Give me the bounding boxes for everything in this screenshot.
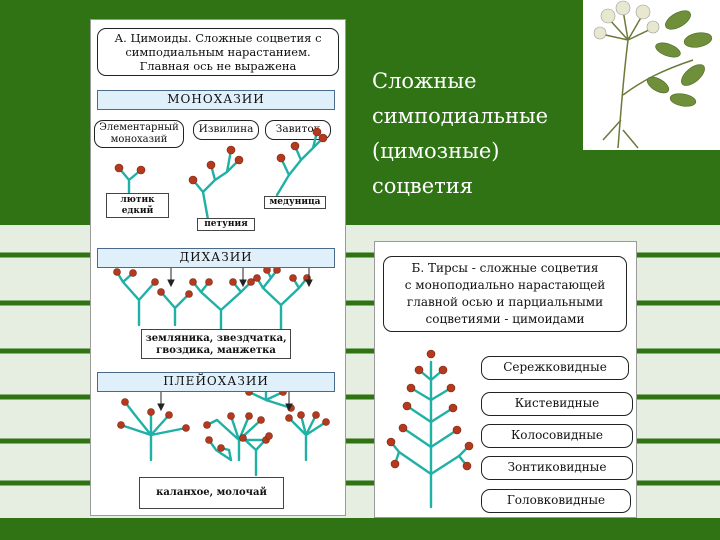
thyrses-title-box: Б. Тирсы - сложные соцветия с моноподиал… xyxy=(383,256,627,332)
type-label-line: Завиток xyxy=(275,123,321,135)
type-label-line: Извилина xyxy=(198,123,254,135)
type-label-line: монохазий xyxy=(110,134,168,145)
thyrse-type-catkin-like: Сережковидные xyxy=(481,356,629,380)
thyrse-type-spike-like: Колосовидные xyxy=(481,424,633,448)
monochasia-bar: МОНОХАЗИИ xyxy=(97,90,335,110)
title-line: А. Цимоиды. Сложные соцветия с xyxy=(114,31,322,45)
title-line: с моноподиально нарастающей xyxy=(404,278,606,292)
example-petunia: петуния xyxy=(197,218,255,231)
example-kalanchoe-euphorbia: каланхое, молочай xyxy=(139,477,284,509)
thyrse-type-head-like: Головковидные xyxy=(481,489,631,513)
thyrse-drawing xyxy=(386,349,474,509)
dichasia-bar: ДИХАЗИИ xyxy=(97,248,335,268)
heading-line: симподиальные xyxy=(372,104,549,128)
example-line: гвоздика, манжетка xyxy=(156,345,276,356)
thyrse-type-umbel-like: Зонтиковидные xyxy=(481,456,633,480)
heading-line: (цимозные) xyxy=(372,139,500,163)
heading-line: соцветия xyxy=(372,174,474,198)
title-line: Б. Тирсы - сложные соцветия xyxy=(411,261,599,275)
title-line: главной осью и парциальными xyxy=(406,295,604,309)
type-elementary-monochasium: Элементарный монохазий xyxy=(94,120,184,148)
title-line: соцветиями - цимоидами xyxy=(425,312,585,326)
panel-thyrses: Б. Тирсы - сложные соцветия с моноподиал… xyxy=(374,241,637,518)
cymoids-title-box: А. Цимоиды. Сложные соцветия с симподиал… xyxy=(97,28,339,76)
title-line: симподиальным нарастанием. xyxy=(125,45,311,59)
slide-heading: Сложные симподиальные (цимозные) соцвети… xyxy=(372,64,587,204)
example-buttercup: лютик едкий xyxy=(106,193,169,218)
heading-line: Сложные xyxy=(372,69,477,93)
example-line: земляника, звездчатка, xyxy=(145,333,287,344)
thyrse-type-raceme-like: Кистевидные xyxy=(481,392,633,416)
plant-illustration xyxy=(583,0,720,150)
inflorescence-drawings xyxy=(113,127,330,477)
type-label-line: Элементарный xyxy=(99,122,179,133)
pleiochasia-bar: ПЛЕЙОХАЗИИ xyxy=(97,372,335,392)
dichasia-examples: земляника, звездчатка, гвоздика, манжетк… xyxy=(141,329,291,359)
background-band-bottom xyxy=(0,518,720,540)
plant-icon xyxy=(593,0,713,149)
example-lungwort: медуница xyxy=(264,196,326,209)
title-line: Главная ось не выражена xyxy=(139,59,297,73)
panel-cymoids: А. Цимоиды. Сложные соцветия с симподиал… xyxy=(90,19,346,516)
type-bostryx: Извилина xyxy=(193,120,259,140)
